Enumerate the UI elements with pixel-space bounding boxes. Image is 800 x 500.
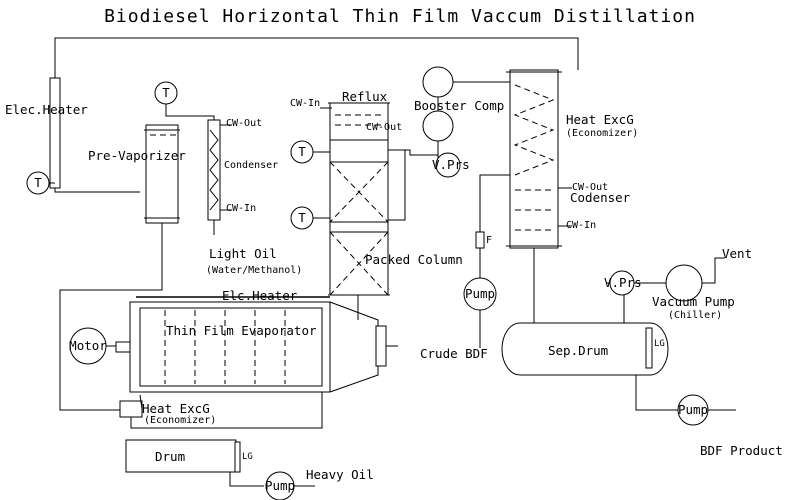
svg-text:T: T — [298, 144, 306, 159]
condenser-1: CW-Out Condenser CW-In — [207, 118, 278, 221]
heat-excg-2 — [119, 400, 143, 418]
level-gauge-1 — [645, 327, 653, 369]
condenser-1-label: Condenser — [224, 160, 278, 171]
recycle-line — [54, 37, 579, 78]
svg-text:T: T — [298, 210, 306, 225]
vacuum-pump-label: Vacuum Pump — [652, 294, 735, 309]
light-oil-sublabel: (Water/Methanol) — [206, 265, 302, 276]
pre-vaporizer-vessel — [145, 124, 179, 224]
elc-heater-label: Elc.Heater — [222, 288, 298, 303]
packed-column-label: Packed Column — [365, 252, 463, 267]
lg-2-label: LG — [242, 452, 253, 462]
booster-comp-label: Booster Comp — [414, 98, 504, 113]
tfe-inner — [139, 307, 323, 387]
condenser-2-cw-in: CW-In — [566, 220, 596, 231]
pre-vaporizer-outlet-line — [59, 223, 163, 411]
heavy-oil-label: Heavy Oil — [306, 467, 374, 482]
thin-film-evaporator: Elc.Heater Thin Film Evaporator — [115, 288, 387, 393]
chiller-label: (Chiller) — [668, 310, 722, 321]
flow-meter-label: F — [486, 235, 492, 246]
economizer-1-label: (Economizer) — [566, 128, 638, 139]
booster-comp-1 — [422, 66, 454, 98]
drum-body — [125, 439, 237, 473]
pre-vaporizer-label: Pre-Vaporizer — [88, 148, 186, 163]
crude-bdf-label: Crude BDF — [420, 346, 488, 361]
v-prs-1-label: V.Prs — [432, 157, 470, 172]
level-gauge-2 — [234, 441, 241, 473]
diagram-title: Biodiesel Horizontal Thin Film Vaccum Di… — [104, 6, 696, 27]
flow-meter — [475, 231, 485, 249]
elec-heater-body — [49, 77, 61, 189]
elec-heater: Elec.Heater — [5, 77, 88, 189]
condenser-2-cw-out: CW-Out — [572, 182, 608, 193]
svg-text:T: T — [34, 175, 42, 190]
pump-1-label: Pump — [465, 286, 495, 301]
bdf-product-label: BDF Product — [700, 443, 783, 458]
vent-label: Vent — [722, 246, 752, 261]
drum-label: Drum — [155, 449, 185, 464]
pump-2-label: Pump — [678, 402, 708, 417]
heat-excg-1-label: Heat ExcG — [566, 112, 634, 127]
vacuum-pressure-1 — [435, 152, 461, 178]
sep-drum-body — [501, 322, 669, 376]
svg-text:T: T — [162, 85, 170, 100]
heavy-oil-drum: Drum LG — [125, 439, 253, 473]
tfe-label: Thin Film Evaporator — [166, 323, 317, 338]
column-cw-out: CW-Out — [366, 122, 402, 133]
condenser-1-cw-out: CW-Out — [226, 118, 262, 129]
separator-drum: Sep.Drum LG — [501, 322, 669, 376]
condenser-1-cw-in: CW-In — [226, 203, 256, 214]
reflux-label: Reflux — [342, 89, 388, 104]
booster-comp-2 — [422, 110, 454, 142]
heat-exchanger-economizer: Heat ExcG (Economizer) CW-Out Codenser C… — [506, 69, 638, 249]
condenser-2-label: Codenser — [570, 190, 631, 205]
v-prs-2-label: V.Prs — [604, 275, 642, 290]
pump-3-label: Pump — [265, 478, 295, 493]
packed-column: Reflux CW-In CW-Out Packed Column — [290, 89, 463, 296]
column-cw-in: CW-In — [290, 98, 320, 109]
lg-1-label: LG — [654, 339, 665, 349]
light-oil-label: Light Oil — [209, 246, 277, 261]
pre-vaporizer: Pre-Vaporizer — [88, 124, 186, 224]
sep-drum-label: Sep.Drum — [548, 343, 608, 358]
elec-heater-label: Elec.Heater — [5, 102, 88, 117]
booster-compressor: Booster Comp — [414, 66, 504, 142]
economizer-2-label: (Economizer) — [144, 415, 216, 426]
heat-excg-2-label: Heat ExcG — [142, 401, 210, 416]
motor-label: Motor — [69, 338, 107, 353]
